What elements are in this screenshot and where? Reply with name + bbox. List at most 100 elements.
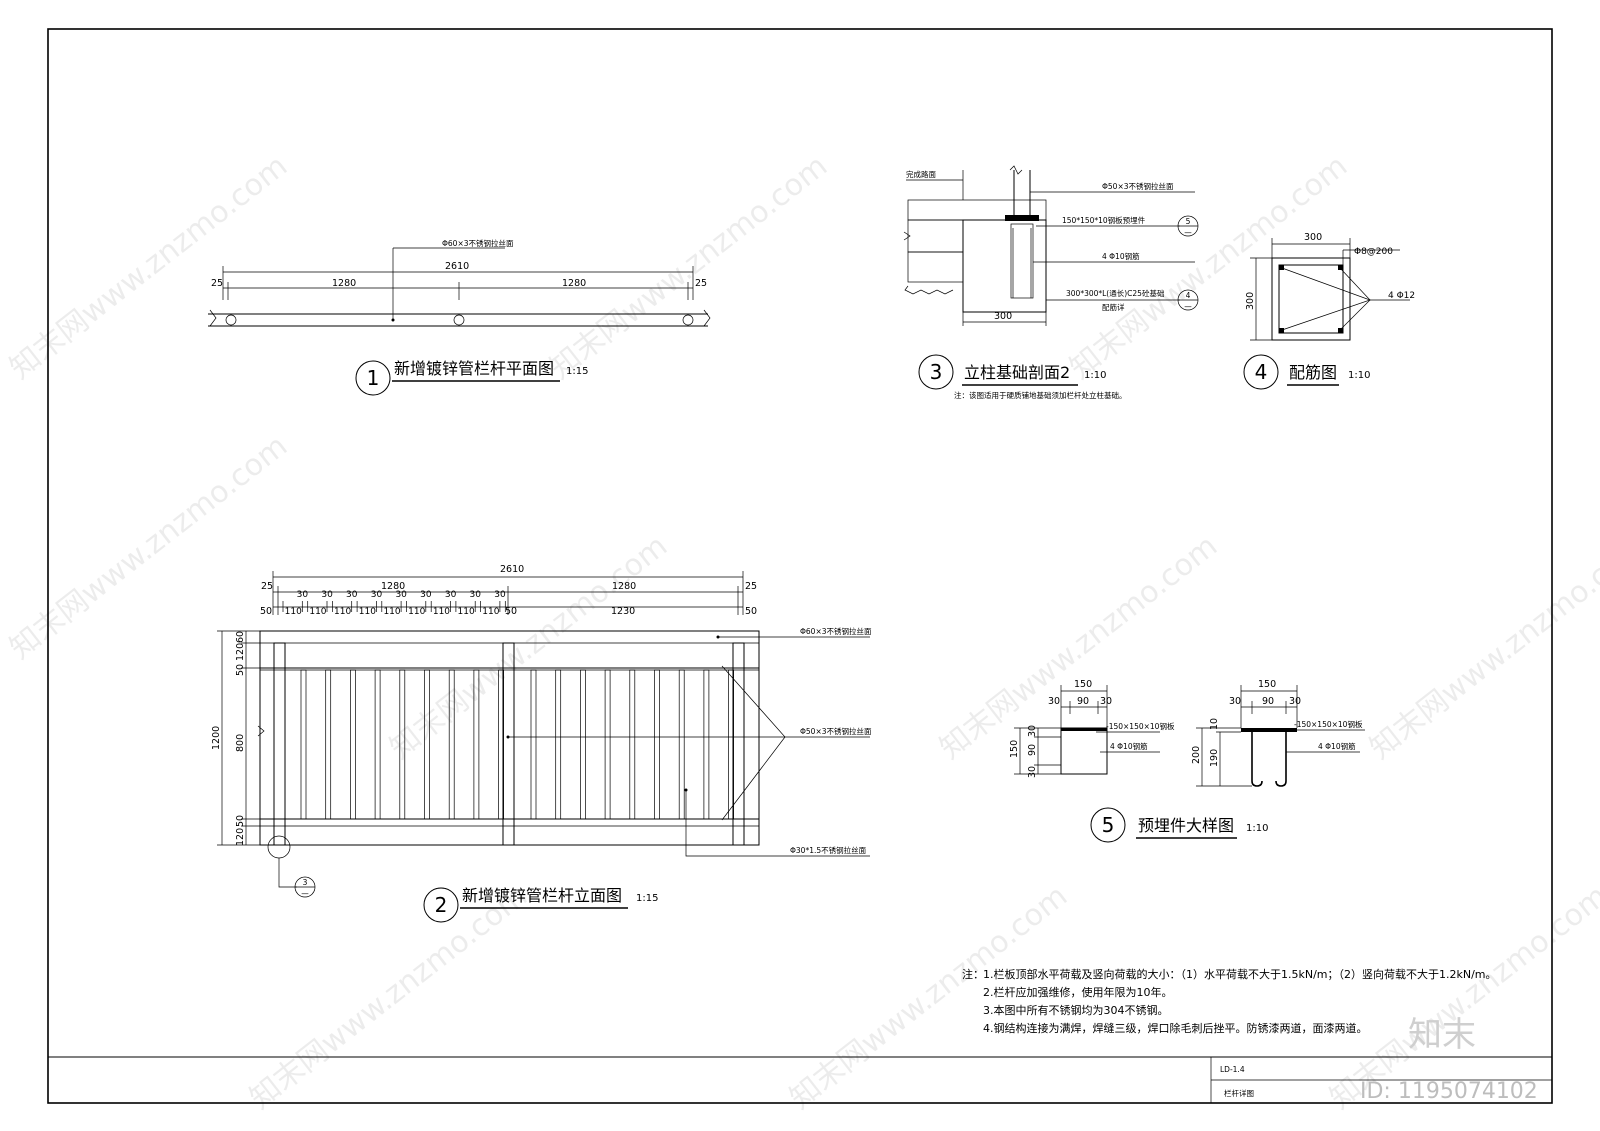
watermark-2: 知末网www.znzmo.com <box>543 148 834 386</box>
embed-a-dim-h90: 90 <box>1027 744 1038 756</box>
elev-dim-bot50: 50 <box>235 815 246 827</box>
baluster <box>399 669 406 820</box>
watermark-8: 知末网www.znzmo.com <box>243 878 534 1116</box>
baluster <box>678 669 685 820</box>
embed-a-rebar-label: 4 Φ10钢筋 <box>1110 741 1148 751</box>
baluster <box>728 669 734 820</box>
embed-a-dim-h30b: 30 <box>1027 766 1038 778</box>
embed-a-dim-30r: 30 <box>1100 696 1112 707</box>
embed-title: 预埋件大样图 <box>1138 816 1234 835</box>
watermark-id: ID: 1195074102 <box>1360 1079 1538 1104</box>
baluster <box>350 669 356 820</box>
elev-label-baluster: Φ30*1.5不锈钢拉丝面 <box>790 845 867 855</box>
baluster <box>325 669 332 820</box>
baluster <box>448 669 455 820</box>
baluster <box>424 669 430 820</box>
watermark-1: 知末网www.znzmo.com <box>3 148 294 386</box>
elev-dim-span-left: 1280 <box>381 581 405 592</box>
baluster <box>629 669 636 820</box>
gravel-layer <box>907 251 964 283</box>
elev-number-circle <box>423 887 459 923</box>
foundation-scale: 1:10 <box>1084 370 1106 381</box>
embed-a-dim-90: 90 <box>1077 696 1089 707</box>
elev-scale: 1:15 <box>636 893 658 904</box>
plan-scale: 1:15 <box>566 366 588 377</box>
elev-post-left <box>273 642 286 846</box>
embed-plate <box>1005 215 1039 221</box>
elev-title: 新增镀锌管栏杆立面图 <box>462 886 622 905</box>
concrete-footing <box>962 219 1047 313</box>
note-3: 3.本图中所有不锈钢均为304不锈钢。 <box>983 1003 1169 1017</box>
plan-post-left <box>225 314 237 326</box>
plan-dim-overall: 2610 <box>445 261 469 272</box>
callout-plate-sheet: — <box>1184 228 1192 237</box>
plan-post-right <box>682 314 694 326</box>
plan-dim-right: 1280 <box>562 278 586 289</box>
baluster <box>498 669 504 820</box>
embed-b-rebar-label: 4 Φ10钢筋 <box>1318 741 1356 751</box>
elev-dim-top120: 120 <box>235 643 246 661</box>
elev-dim-bar: 30 <box>321 590 333 600</box>
elev-dim-end-mid: 50 <box>505 606 517 617</box>
elev-dim-bar: 30 <box>470 590 482 600</box>
elev-label-top-rail: Φ60×3不锈钢拉丝面 <box>800 626 872 636</box>
baluster <box>555 669 562 820</box>
foundation-number-circle <box>918 354 954 390</box>
foundation-section: 完成路面 Φ50×3不锈钢拉丝面 150*150*10钢板预埋件 5 — 4 Φ… <box>903 165 1199 400</box>
embed-number: 5 <box>1102 813 1115 837</box>
embed-b-dim-h190: 190 <box>1209 749 1220 767</box>
elev-dim-inner: 1230 <box>611 606 635 617</box>
embed-b-dim-h200: 200 <box>1191 746 1202 764</box>
label-footing: 300*300*L(通长)C25砼基础 <box>1066 288 1164 298</box>
elev-dim-overall: 2610 <box>500 564 524 575</box>
elev-dim-top50: 50 <box>235 664 246 676</box>
label-plate: 150*150*10钢板预埋件 <box>1062 215 1146 225</box>
baluster <box>654 669 660 820</box>
reinf-dim-height: 300 <box>1245 292 1256 310</box>
plan-dim-edge-left: 25 <box>211 278 223 289</box>
note-1: 1.栏板顶部水平荷载及竖向荷载的大小：（1）水平荷载不大于1.5kN/m；（2）… <box>983 967 1497 981</box>
baluster <box>580 669 586 820</box>
foundation-title: 立柱基础剖面2 <box>964 363 1070 382</box>
elev-dim-edge-right: 25 <box>745 581 757 592</box>
elev-dim-bar: 30 <box>445 590 457 600</box>
baluster <box>473 669 480 820</box>
elev-dim-bar: 30 <box>297 590 309 600</box>
watermark-4: 知末网www.znzmo.com <box>3 428 294 666</box>
embed-b-dim-150: 150 <box>1258 679 1276 690</box>
elev-dim-gap: 110 <box>334 607 351 617</box>
stirrup <box>1278 264 1344 334</box>
baluster <box>604 669 611 820</box>
elev-callout-sheet: — <box>301 889 309 898</box>
baluster <box>300 669 307 820</box>
reinf-scale: 1:10 <box>1348 370 1370 381</box>
embed-a-dim-h30t: 30 <box>1027 725 1038 737</box>
plan-title: 新增镀锌管栏杆平面图 <box>394 359 554 378</box>
embed-a-dim-150: 150 <box>1074 679 1092 690</box>
embed-b-dim-h10: 10 <box>1209 718 1220 730</box>
embed-scale: 1:10 <box>1246 823 1268 834</box>
callout-rebar-number: 4 <box>1186 291 1191 300</box>
reinf-stirrup-label: Φ8@200 <box>1354 247 1393 257</box>
reinf-number-circle <box>1243 354 1279 390</box>
plan-dim-left: 1280 <box>332 278 356 289</box>
callout-plate-number: 5 <box>1186 217 1191 226</box>
plan-post-mid <box>453 314 465 326</box>
sheet-number: LD-1.4 <box>1220 1065 1245 1074</box>
elev-post-mid <box>502 642 515 846</box>
embed-a-dim-30l: 30 <box>1048 696 1060 707</box>
elev-dim-end-left: 50 <box>260 606 272 617</box>
embed-a-plate-label: -150×150×10钢板 <box>1106 721 1175 731</box>
watermark-7: 知末网www.znzmo.com <box>1363 528 1600 766</box>
label-footing-ref: 配筋详 <box>1102 302 1125 312</box>
embed-b-dim-30l: 30 <box>1229 696 1241 707</box>
elev-dim-bar: 30 <box>420 590 432 600</box>
embed-rebar-left <box>1251 732 1263 787</box>
reinf-dim-width: 300 <box>1304 232 1322 243</box>
elev-dim-top60: 60 <box>235 631 246 643</box>
embed-plate-section <box>1241 728 1297 732</box>
embed-number-circle <box>1090 807 1126 843</box>
watermark-5: 知末网www.znzmo.com <box>383 528 674 766</box>
embed-b-dim-30r: 30 <box>1289 696 1301 707</box>
elev-dim-gap: 110 <box>433 607 450 617</box>
